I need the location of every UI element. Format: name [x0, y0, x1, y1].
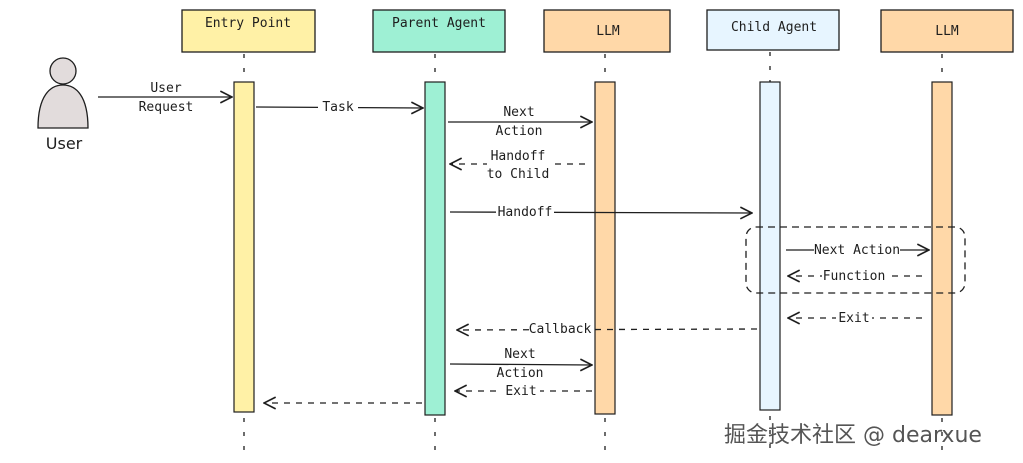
user-body-icon — [37, 84, 89, 129]
participant-box — [706, 9, 840, 51]
participant-entry: Entry Point — [181, 9, 316, 53]
arrow-callback — [457, 329, 758, 330]
activation-llm2 — [931, 81, 953, 416]
activation-bars — [233, 81, 953, 416]
participant-box — [372, 9, 506, 53]
participant-label: LLM — [935, 24, 959, 39]
user-head-icon — [49, 57, 77, 85]
label-child-next-action: Next Action — [814, 243, 900, 258]
label-user-request-line1: User — [150, 81, 181, 96]
user-label: User — [46, 134, 83, 153]
label-parent-exit: Exit — [505, 384, 536, 399]
label-child-function: Function — [823, 269, 886, 284]
label-user-request-line2: Request — [139, 100, 194, 115]
participant-label: Child Agent — [731, 20, 817, 35]
label-child-exit: Exit — [838, 311, 869, 326]
participant-llm1: LLM — [543, 9, 671, 53]
label-next-action-1-line1: Next — [503, 105, 534, 120]
participant-parent: Parent Agent — [372, 9, 506, 53]
participant-box — [543, 9, 671, 53]
message-labels: User Request Task Next Action Handoff to… — [139, 81, 900, 399]
activation-llm1 — [594, 81, 616, 415]
activation-parent — [424, 81, 446, 416]
arrow-handoff — [449, 212, 752, 213]
activation-entry — [233, 81, 255, 413]
participant-box — [880, 9, 1014, 53]
participant-label: LLM — [596, 24, 620, 39]
participant-child: Child Agent — [706, 9, 840, 51]
label-callback: Callback — [529, 322, 592, 337]
loop-frame — [745, 226, 966, 294]
label-handoff-to-child-line2: to Child — [487, 167, 550, 182]
label-handoff-to-child-line1: Handoff — [491, 149, 546, 164]
label-next-action-2-line2: Action — [497, 366, 544, 381]
participant-label: Parent Agent — [392, 16, 486, 31]
label-next-action-1-line2: Action — [496, 124, 543, 139]
participant-box — [181, 9, 316, 53]
arrow-next-action-2 — [449, 364, 592, 365]
label-handoff: Handoff — [498, 205, 553, 220]
user-actor: User — [37, 57, 89, 153]
activation-child — [759, 81, 781, 411]
label-task: Task — [322, 100, 353, 115]
participant-label: Entry Point — [205, 16, 291, 31]
label-next-action-2-line1: Next — [504, 347, 535, 362]
participant-llm2: LLM — [880, 9, 1014, 53]
watermark: 掘金技术社区 @ dearxue — [724, 423, 982, 448]
